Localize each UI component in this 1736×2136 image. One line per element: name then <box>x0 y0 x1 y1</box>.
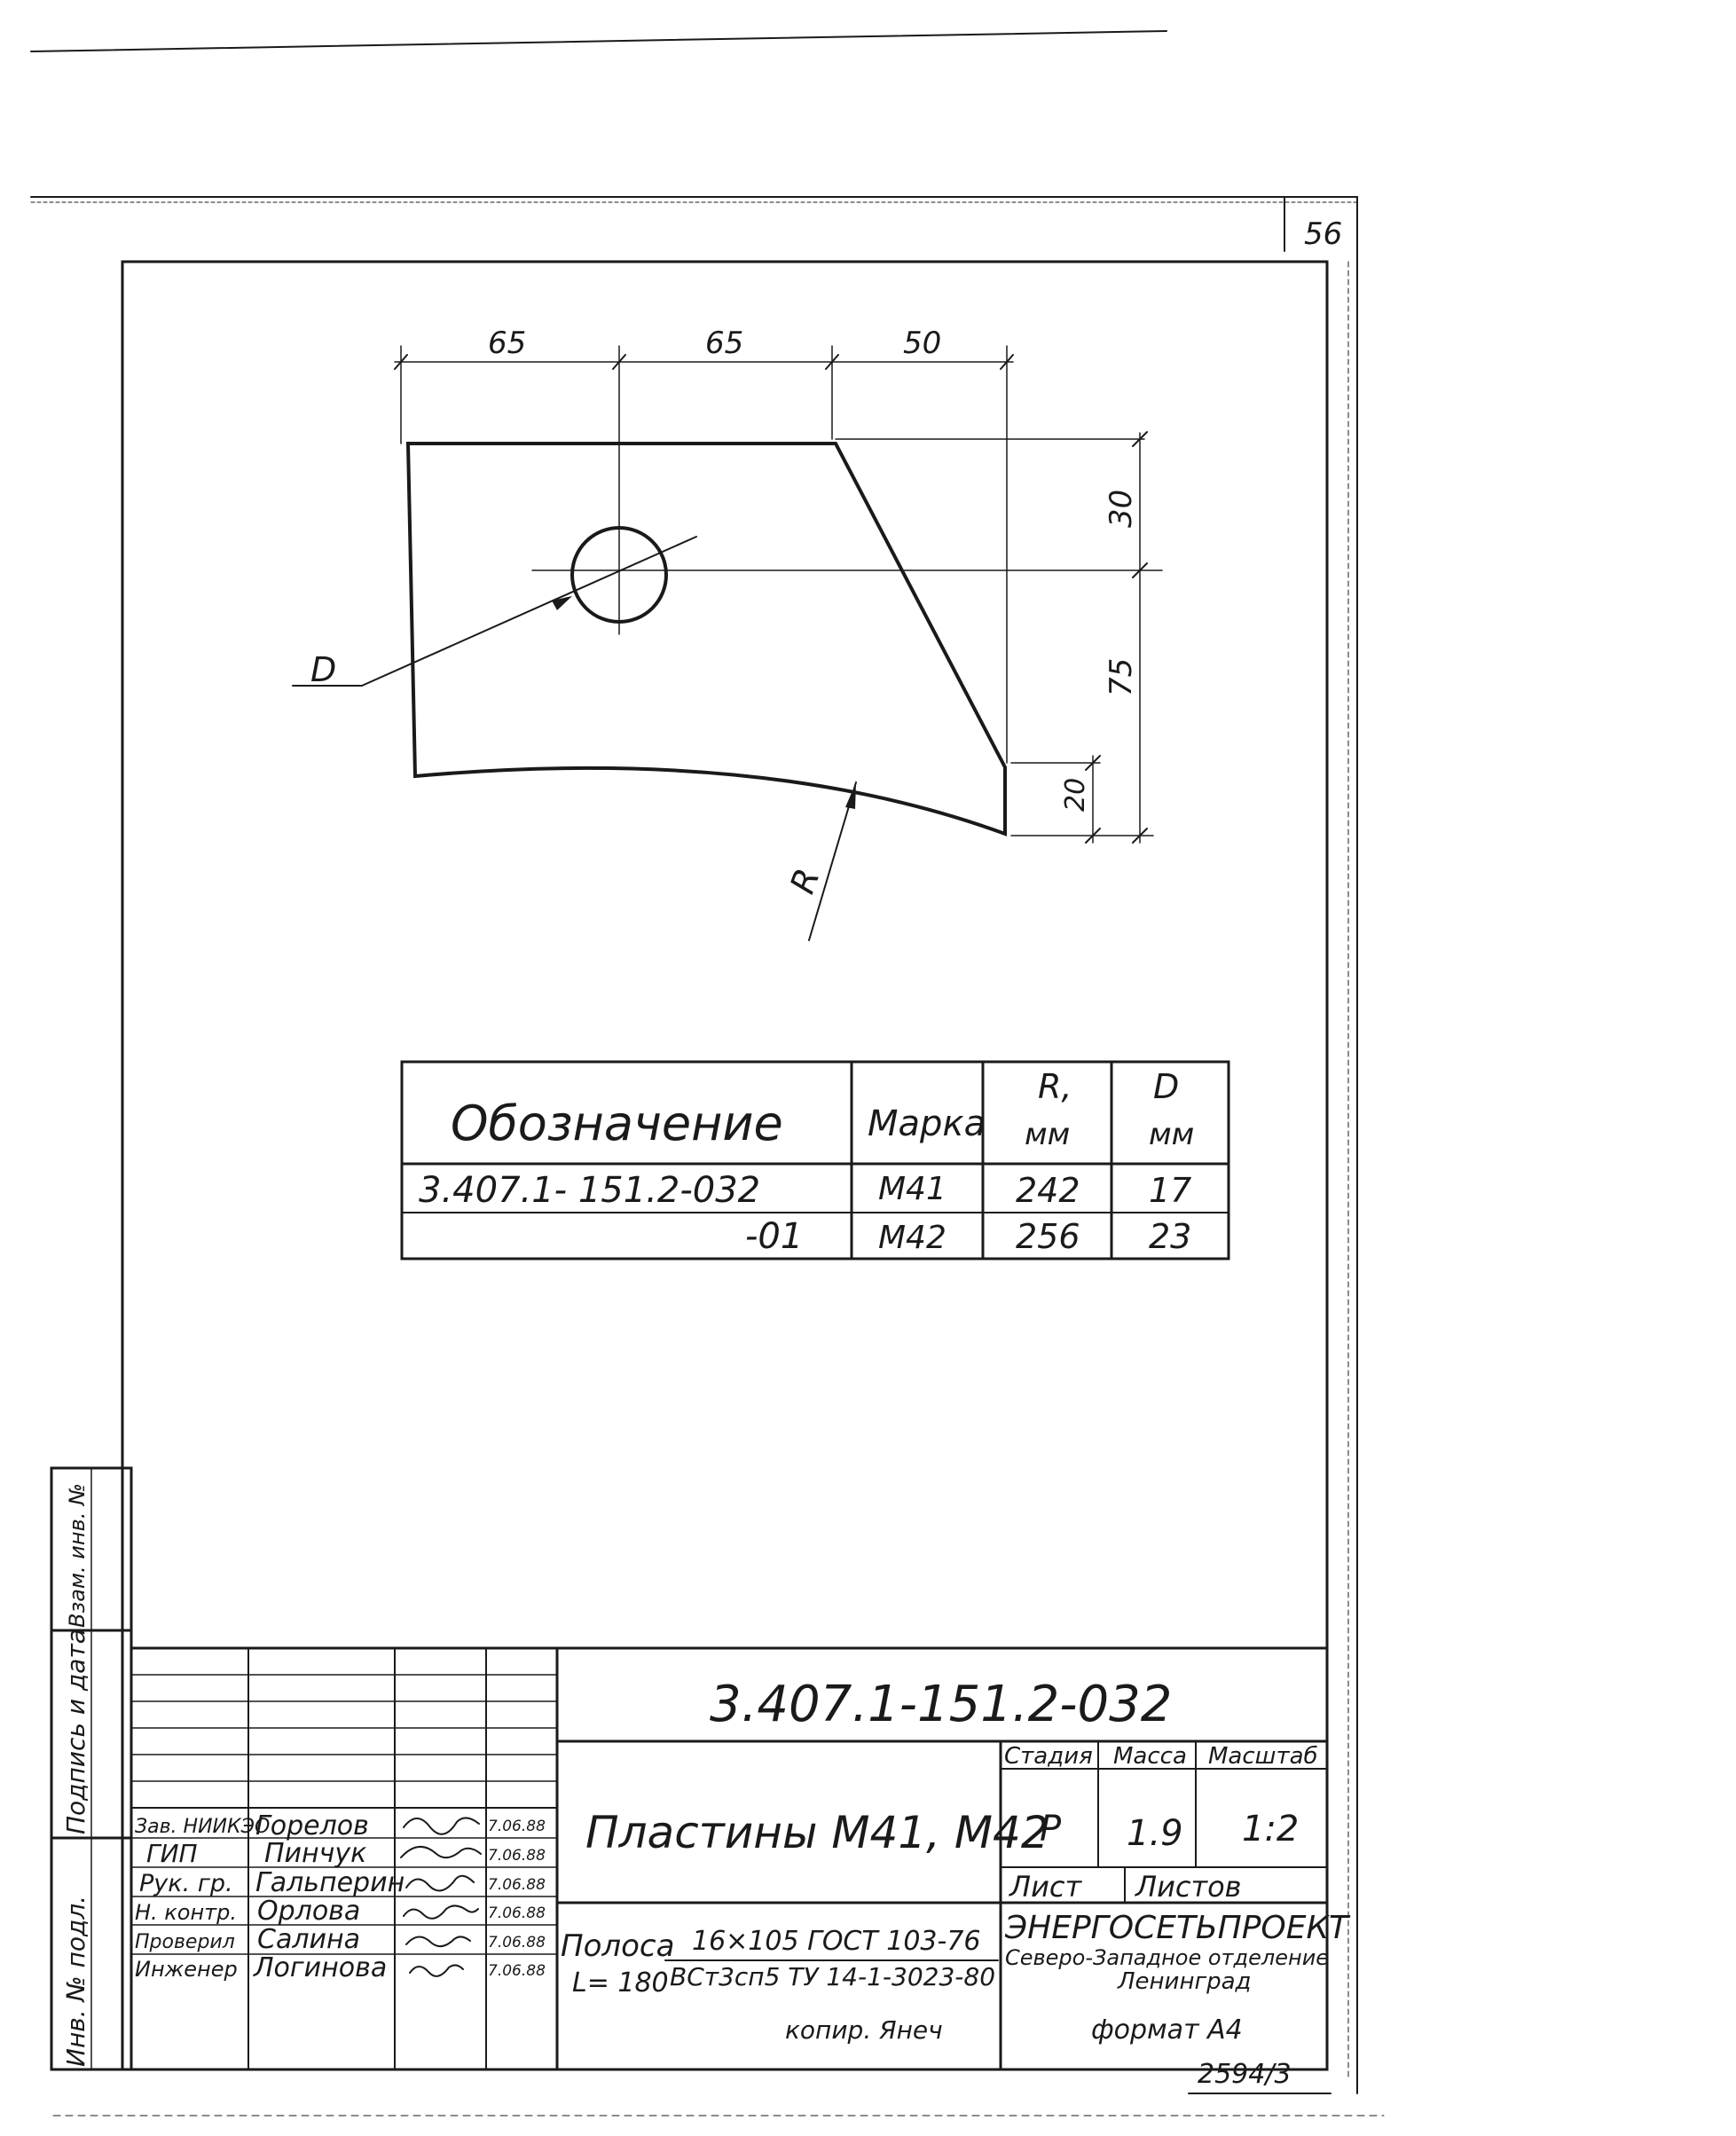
signature-date: 7.06.88 <box>488 1876 546 1894</box>
signature-row: ГИП Пинчук 7.06.88 <box>146 1838 546 1869</box>
signature-row: Проверил Салина 7.06.88 <box>135 1924 546 1955</box>
signature-name: Гальперин <box>255 1867 405 1898</box>
stage-header: Стадия <box>1004 1743 1093 1770</box>
spec-table <box>400 1060 1230 1260</box>
signature-name: Салина <box>257 1924 360 1955</box>
spec-row1-r: 242 <box>1016 1171 1080 1210</box>
handwritten-signature <box>400 1846 482 1859</box>
mass-value: 1.9 <box>1127 1813 1183 1854</box>
dim-top-c: 50 <box>903 326 941 361</box>
dim-right-b: 75 <box>1104 658 1139 696</box>
spec-row2-d: 23 <box>1149 1217 1191 1256</box>
table-row: -01 М42 256 23 <box>745 1216 1191 1257</box>
handwritten-signature <box>409 1964 464 1977</box>
material-length: L= 180 <box>572 1967 669 1999</box>
signature-role: ГИП <box>146 1839 198 1868</box>
scale-header: Масштаб <box>1208 1743 1318 1770</box>
signature-date: 7.06.88 <box>488 1904 546 1922</box>
spec-row1-d: 17 <box>1149 1171 1191 1210</box>
spec-row2-designation: -01 <box>745 1216 803 1257</box>
side-stamp <box>50 1466 133 2071</box>
signature-date: 7.06.88 <box>488 1818 546 1835</box>
material-spec-top: 16×105 ГОСТ 103-76 <box>692 1926 981 1957</box>
signature-row: Инженер Логинова 7.06.88 <box>135 1952 546 1983</box>
sheets-label: Листов <box>1135 1870 1242 1904</box>
org-city: Ленинград <box>1117 1968 1252 1995</box>
signature-name: Пинчук <box>264 1838 366 1869</box>
spec-header-brand: Марка <box>868 1103 986 1144</box>
centerlines <box>531 345 1163 635</box>
spec-header-d: D <box>1153 1067 1179 1106</box>
spec-row2-r: 256 <box>1016 1217 1080 1256</box>
title-code: 3.407.1-151.2-032 <box>710 1676 1172 1733</box>
signature-row: Н. контр. Орлова 7.06.88 <box>135 1896 546 1927</box>
title-block <box>130 1646 1329 2071</box>
mass-header: Масса <box>1113 1743 1187 1770</box>
top-dimensions <box>394 345 1014 764</box>
dim-top-b: 65 <box>705 326 743 361</box>
dim-top-a: 65 <box>488 326 526 361</box>
table-row: 3.407.1- 151.2-032 М41 242 17 <box>419 1170 1191 1211</box>
spec-header-d-unit: мм <box>1149 1117 1194 1152</box>
sheet-frame <box>30 30 1358 2094</box>
hole-label: D <box>310 650 336 689</box>
signature-role: Рук. гр. <box>139 1870 233 1897</box>
signature-row: Зав. НИИКЭО Горелов 7.06.88 <box>135 1810 546 1842</box>
signature-role: Инженер <box>135 1957 238 1982</box>
bottom-number: 2594/3 <box>1198 2059 1292 2090</box>
format-label: формат А4 <box>1091 2014 1243 2046</box>
signature-name: Логинова <box>253 1952 387 1983</box>
signature-name: Горелов <box>255 1810 369 1842</box>
signature-date: 7.06.88 <box>488 1962 546 1980</box>
side-stamp-inv-orig: Инв. № подл. <box>61 1896 90 2067</box>
signature-date: 7.06.88 <box>488 1847 546 1865</box>
spec-row2-brand: М42 <box>878 1220 947 1256</box>
signature-name: Орлова <box>257 1896 360 1927</box>
right-dimensions <box>835 431 1154 844</box>
arc-leader <box>808 781 857 941</box>
side-stamp-signature-date: Подпись и дата <box>61 1629 90 1834</box>
spec-header-r: R, <box>1038 1067 1072 1106</box>
scale-value: 1:2 <box>1242 1809 1299 1849</box>
hole-leader <box>292 536 697 687</box>
signature-role: Проверил <box>135 1931 235 1953</box>
material-name: Полоса <box>561 1928 674 1964</box>
org-name: ЭНЕРГОСЕТЬПРОЕКТ <box>1004 1910 1351 1946</box>
side-stamp-replaced-inv: Взам. инв. № <box>65 1483 90 1628</box>
signature-date: 7.06.88 <box>488 1934 546 1951</box>
signature-role: Н. контр. <box>135 1900 237 1925</box>
handwritten-signature <box>403 1817 480 1835</box>
spec-header-r-unit: мм <box>1025 1117 1070 1152</box>
copied-by: копир. Янеч <box>785 2015 943 2045</box>
handwritten-signature <box>405 1936 471 1948</box>
dim-right-a: 30 <box>1104 490 1139 528</box>
hole <box>570 526 668 624</box>
signature-row: Рук. гр. Гальперин 7.06.88 <box>139 1867 546 1898</box>
part-outline <box>405 442 1007 836</box>
handwritten-signature <box>403 1904 479 1920</box>
material-spec-bottom: ВСт3сп5 ТУ 14-1-3023-80 <box>670 1962 995 1991</box>
sheet-label: Лист <box>1009 1870 1082 1904</box>
spec-row1-brand: М41 <box>878 1171 947 1207</box>
stage-value: Р <box>1040 1809 1062 1849</box>
spec-header-designation: Обозначение <box>451 1095 783 1151</box>
dim-right-c: 20 <box>1060 778 1091 812</box>
handwritten-signature <box>405 1874 475 1892</box>
arc-label: R <box>782 863 827 899</box>
page-number: 56 <box>1304 216 1342 252</box>
spec-row1-designation: 3.407.1- 151.2-032 <box>419 1170 760 1211</box>
org-division: Северо-Западное отделение <box>1005 1945 1329 1970</box>
title-name: Пластины М41, М42 <box>585 1807 1049 1858</box>
signature-role: Зав. НИИКЭО <box>135 1816 270 1838</box>
